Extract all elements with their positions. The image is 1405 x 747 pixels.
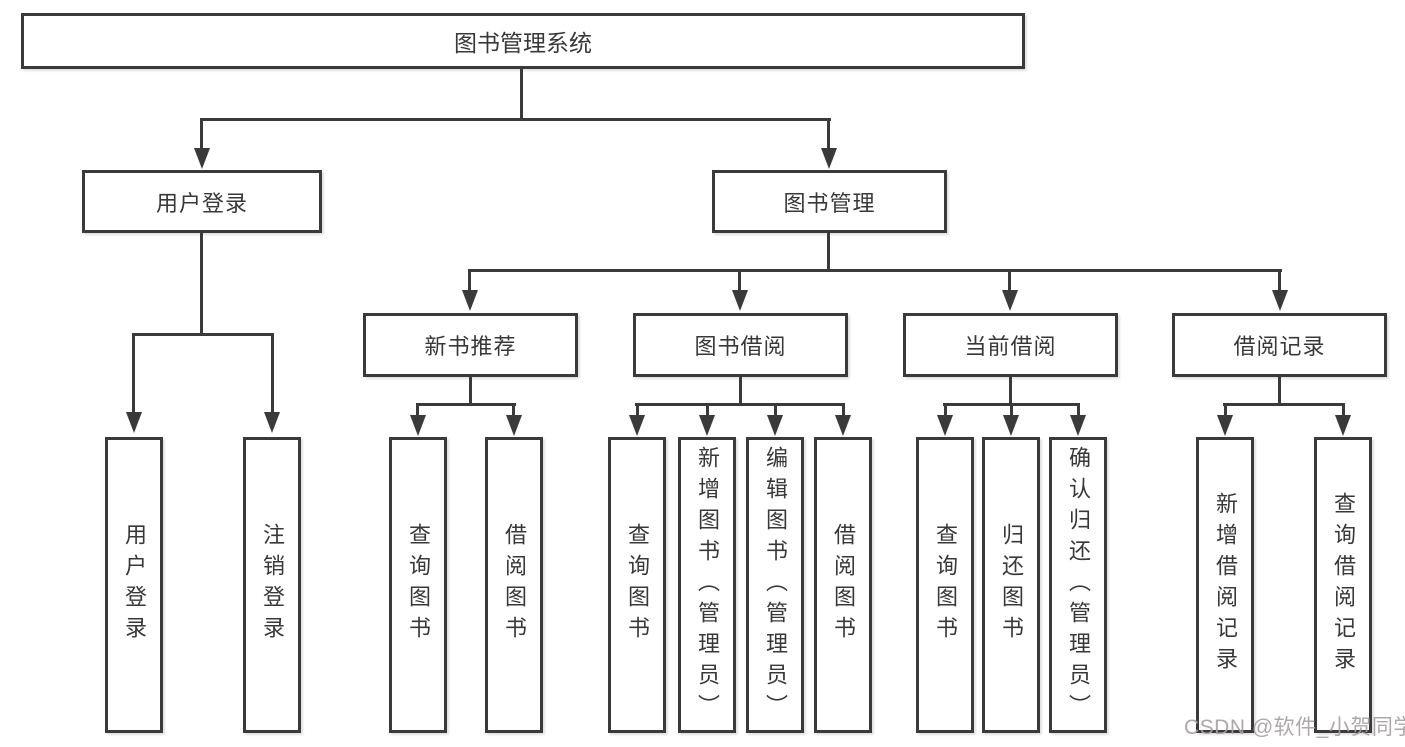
arrow-leaf-icon xyxy=(699,415,715,436)
connector-to-logout-leaf-stem xyxy=(271,336,274,413)
arrow-to-user-login-icon xyxy=(194,148,210,169)
connector-leaf-stem xyxy=(774,406,777,416)
node-confirm-return-admin-label: 确认归还（管理员） xyxy=(1066,445,1091,725)
connector-user-login-stem xyxy=(200,233,203,336)
node-user-login-leaf: 用户登录 xyxy=(105,437,163,733)
node-edit-book-admin: 编辑图书（管理员） xyxy=(746,437,804,733)
node-borrow-books: 借阅图书 xyxy=(814,437,872,733)
arrow-leaf-icon xyxy=(629,415,645,436)
connector-leaf-stem xyxy=(1224,406,1227,416)
connector-leaf-stem xyxy=(512,406,515,416)
node-confirm-return-admin: 确认归还（管理员） xyxy=(1049,437,1107,733)
node-return-book: 归还图书 xyxy=(982,437,1040,733)
node-borrow-records: 借阅记录 xyxy=(1172,313,1387,377)
connector-new-book-stem xyxy=(469,377,472,406)
node-edit-book-admin-label: 编辑图书（管理员） xyxy=(763,445,788,725)
connector-root-bar xyxy=(200,118,831,121)
arrow-to-new-book-icon xyxy=(462,290,478,311)
arrow-to-current-borrow-icon xyxy=(1002,290,1018,311)
node-book-borrow: 图书借阅 xyxy=(633,313,848,377)
node-logout-label: 注销登录 xyxy=(260,523,285,647)
arrow-leaf-icon xyxy=(410,415,426,436)
arrow-leaf-icon xyxy=(767,415,783,436)
connector-borrow-records-bar xyxy=(1223,403,1345,406)
arrow-leaf-icon xyxy=(1003,415,1019,436)
connector-leaf-stem xyxy=(706,406,709,416)
node-recommend-query-books-label: 查询图书 xyxy=(406,523,431,647)
arrow-to-book-management-icon xyxy=(821,148,837,169)
connector-current-borrow-bar xyxy=(943,403,1080,406)
node-user-login-label: 用户登录 xyxy=(155,190,248,216)
connector-leaf-stem xyxy=(842,406,845,416)
node-borrow-books-label: 借阅图书 xyxy=(831,523,856,647)
connector-user-login-bar xyxy=(132,333,274,336)
arrow-to-borrow-records-icon xyxy=(1272,290,1288,311)
connector-leaf-stem xyxy=(1342,406,1345,416)
connector-leaf-stem xyxy=(1010,406,1013,416)
node-book-borrow-label: 图书借阅 xyxy=(694,334,787,359)
arrow-to-book-borrow-icon xyxy=(732,290,748,311)
node-recommend-query-books: 查询图书 xyxy=(389,437,447,733)
node-return-book-label: 归还图书 xyxy=(999,523,1024,647)
arrow-leaf-icon xyxy=(1070,415,1086,436)
node-user-login: 用户登录 xyxy=(82,170,322,233)
node-borrow-records-label: 借阅记录 xyxy=(1233,334,1326,359)
connector-leaf-stem xyxy=(1077,406,1080,416)
node-add-borrow-record-label: 新增借阅记录 xyxy=(1213,492,1238,678)
node-new-book-recommend: 新书推荐 xyxy=(363,313,578,377)
connector-book-management-bar xyxy=(468,269,1282,272)
node-borrow-query-books-label: 查询图书 xyxy=(625,523,650,647)
connector-to-user-login-stem xyxy=(200,121,203,149)
node-book-management: 图书管理 xyxy=(712,170,947,233)
node-root-label: 图书管理系统 xyxy=(454,30,592,56)
csdn-watermark: CSDN @软件_小贺同学 xyxy=(1184,716,1405,739)
connector-current-borrow-group-stem xyxy=(1009,377,1012,406)
node-borrow-query-books: 查询图书 xyxy=(608,437,666,733)
connector-borrow-records-group-stem xyxy=(1278,377,1281,406)
node-query-borrow-record-label: 查询借阅记录 xyxy=(1331,492,1356,678)
node-recommend-borrow-books: 借阅图书 xyxy=(485,437,543,733)
arrow-leaf-icon xyxy=(506,415,522,436)
connector-to-book-borrow-stem xyxy=(738,272,741,291)
connector-new-book-bar xyxy=(416,403,516,406)
node-current-query-books: 查询图书 xyxy=(916,437,974,733)
node-current-borrow-label: 当前借阅 xyxy=(964,334,1057,359)
node-query-borrow-record: 查询借阅记录 xyxy=(1314,437,1372,733)
connector-leaf-stem xyxy=(944,406,947,416)
node-current-borrow: 当前借阅 xyxy=(903,313,1118,377)
connector-to-borrow-records-stem xyxy=(1278,272,1281,291)
arrow-to-login-leaf-icon xyxy=(126,412,142,433)
node-user-login-leaf-label: 用户登录 xyxy=(122,523,147,647)
connector-to-book-management-stem xyxy=(827,121,830,149)
connector-book-borrow-group-stem xyxy=(739,377,742,406)
node-recommend-borrow-books-label: 借阅图书 xyxy=(502,523,527,647)
node-book-management-label: 图书管理 xyxy=(783,190,876,216)
connector-root-stem xyxy=(520,69,523,121)
arrow-leaf-icon xyxy=(1335,415,1351,436)
connector-to-current-borrow-stem xyxy=(1008,272,1011,291)
connector-leaf-stem xyxy=(636,406,639,416)
connector-to-new-book-stem xyxy=(468,272,471,291)
node-new-book-recommend-label: 新书推荐 xyxy=(424,334,517,359)
node-current-query-books-label: 查询图书 xyxy=(933,523,958,647)
node-add-book-admin: 新增图书（管理员） xyxy=(678,437,736,733)
node-add-book-admin-label: 新增图书（管理员） xyxy=(695,445,720,725)
connector-leaf-stem xyxy=(416,406,419,416)
arrow-leaf-icon xyxy=(835,415,851,436)
arrow-to-logout-leaf-icon xyxy=(264,412,280,433)
connector-to-login-leaf-stem xyxy=(132,336,135,413)
arrow-leaf-icon xyxy=(1217,415,1233,436)
node-logout: 注销登录 xyxy=(243,437,301,733)
node-add-borrow-record: 新增借阅记录 xyxy=(1196,437,1254,733)
node-root: 图书管理系统 xyxy=(21,13,1025,69)
arrow-leaf-icon xyxy=(937,415,953,436)
connector-book-management-stem xyxy=(827,233,830,272)
connector-book-borrow-bar xyxy=(635,403,845,406)
